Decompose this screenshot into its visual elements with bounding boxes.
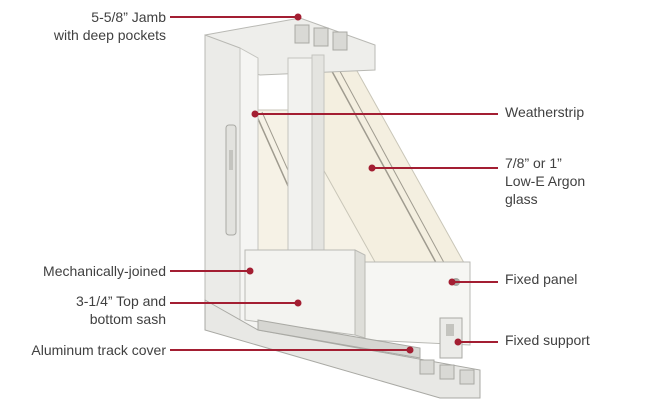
sash-lock-detail [229, 150, 233, 170]
jamb-pocket [294, 24, 310, 44]
leader-panel-dot [448, 278, 456, 286]
callout-glass-line1: 7/8” or 1” [505, 155, 562, 171]
sash-lock [225, 124, 237, 236]
callout-support-line1: Fixed support [505, 332, 590, 348]
leader-support-dot [454, 338, 462, 346]
callout-leaders [170, 13, 498, 354]
callout-weatherstrip: Weatherstrip [505, 103, 584, 121]
sash-stile [311, 54, 325, 271]
leader-jamb-dot [294, 13, 302, 21]
track-detail [439, 364, 455, 380]
sash-stile [287, 57, 313, 271]
callout-sash-line2: bottom sash [89, 311, 166, 327]
callout-track-line1: Aluminum track cover [31, 342, 166, 358]
leader-track-dot [406, 346, 414, 354]
callout-joined-line1: Mechanically-joined [43, 263, 166, 279]
fixed-support-slot [446, 324, 454, 336]
callout-weatherstrip-line1: Weatherstrip [505, 104, 585, 120]
aluminum-track-cover [257, 319, 421, 359]
jamb-pocket [313, 27, 329, 47]
leader-joined-dot [246, 267, 254, 275]
callout-panel: Fixed panel [505, 270, 577, 288]
jamb-pocket [332, 31, 348, 51]
callout-sash: 3-1/4” Top and bottom sash [76, 292, 166, 328]
callout-glass: 7/8” or 1” Low-E Argon glass [505, 154, 585, 208]
leader-glass-dot [368, 164, 376, 172]
callout-glass-line2: Low-E Argon [505, 173, 586, 189]
callout-joined: Mechanically-joined [43, 262, 166, 280]
callout-jamb: 5-5/8” Jamb with deep pockets [54, 8, 166, 44]
callout-glass-line3: glass [505, 191, 538, 207]
sash-rail-side [354, 249, 366, 339]
track-detail [419, 359, 435, 375]
fixed-support [439, 317, 463, 359]
callout-sash-line1: 3-1/4” Top and [75, 293, 166, 309]
callout-support: Fixed support [505, 331, 590, 349]
callout-jamb-line2: with deep pockets [53, 27, 166, 43]
callout-track: Aluminum track cover [31, 341, 166, 359]
callout-jamb-line1: 5-5/8” Jamb [91, 9, 166, 25]
leader-sash-dot [294, 299, 302, 307]
leader-weatherstrip-dot [251, 110, 259, 118]
callout-panel-line1: Fixed panel [505, 271, 578, 287]
track-detail [459, 369, 475, 385]
